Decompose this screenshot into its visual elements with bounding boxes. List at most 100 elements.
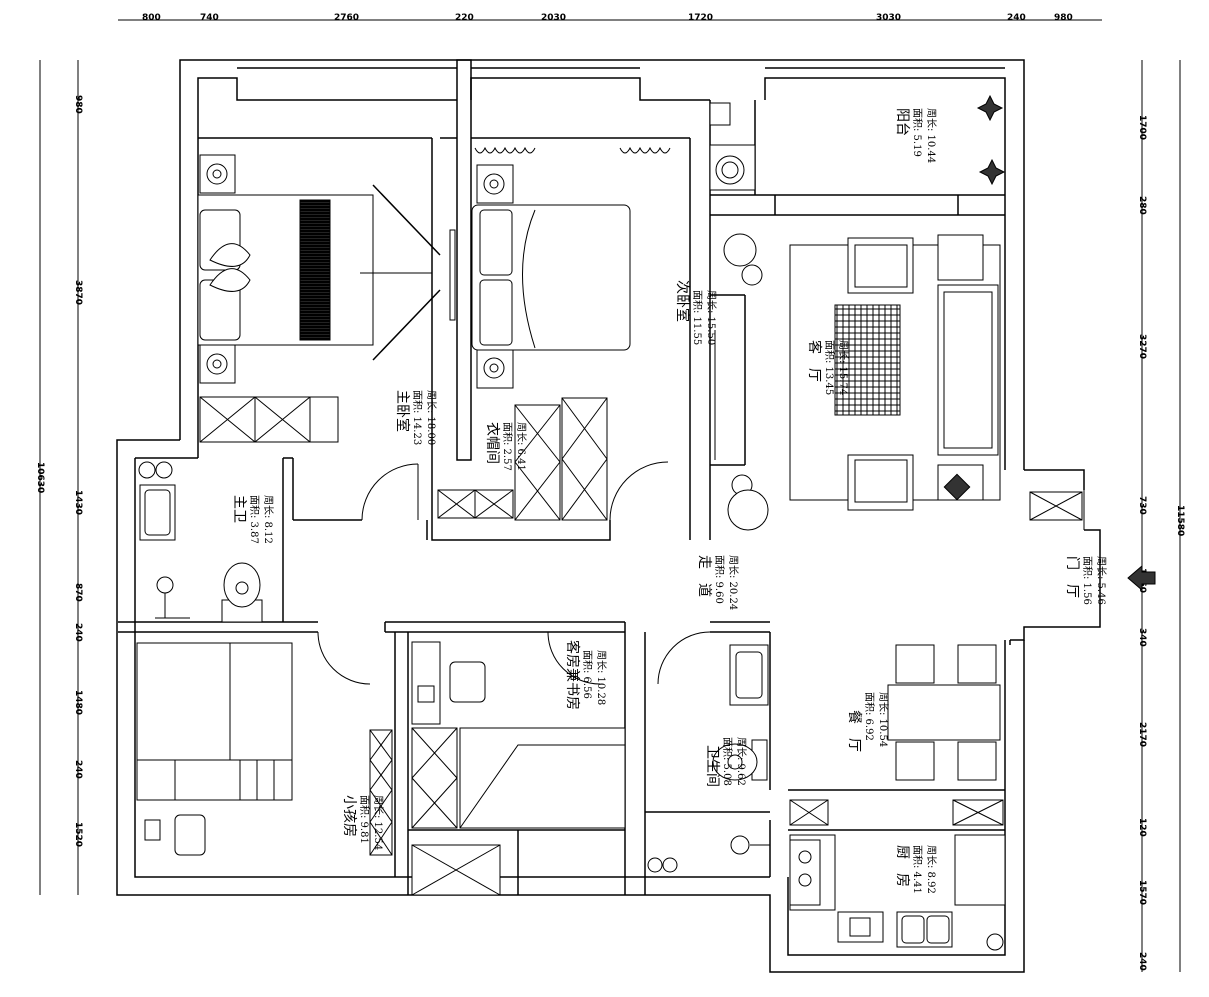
master-bedroom-label: 主卧室 面积: 14.23 周长: 18.00: [394, 390, 437, 445]
svg-text:面积: 1.56: 面积: 1.56: [1081, 556, 1093, 605]
svg-text:主卧室: 主卧室: [394, 390, 411, 432]
svg-text:门 厅: 门 厅: [1064, 556, 1080, 598]
dim-left-2: 1430: [73, 490, 83, 515]
left-dimensions: 980 3870 1430 870 240 1480 240 1520 1063…: [35, 95, 83, 847]
dimension-lines: [39, 19, 1181, 972]
svg-text:周长: 6.41: 周长: 6.41: [515, 422, 527, 471]
dim-right-8: 1570: [1137, 880, 1147, 905]
living-room-label: 客 厅 面积: 13.45 周长: 15.74: [806, 340, 849, 395]
bathroom-label: 卫生间 面积: 5.08 周长: 9.62: [704, 737, 747, 787]
foyer-items: [1029, 491, 1156, 592]
master-bath-label: 主卫 面积: 3.87 周长: 8.12: [231, 495, 274, 544]
kitchen-fixtures: [789, 834, 1006, 951]
dim-top-1: 740: [200, 13, 219, 23]
dim-top-5: 1720: [688, 13, 713, 23]
dim-right-total: 11580: [1175, 505, 1185, 536]
svg-text:面积: 5.19: 面积: 5.19: [911, 108, 923, 157]
dim-top-2: 2760: [334, 13, 359, 23]
svg-text:衣帽间: 衣帽间: [484, 422, 500, 464]
svg-text:面积: 11.55: 面积: 11.55: [691, 290, 703, 345]
svg-text:周长: 10.28: 周长: 10.28: [595, 650, 607, 705]
stove-icon: [789, 839, 821, 906]
svg-text:周长: 12.54: 周长: 12.54: [372, 795, 384, 850]
kids-room-label: 小孩房 面积: 9.81 周长: 12.54: [341, 795, 384, 850]
svg-text:面积: 13.45: 面积: 13.45: [823, 340, 835, 395]
svg-text:厨 房: 厨 房: [894, 845, 910, 887]
second-bed: [437, 146, 671, 521]
master-bed: [197, 154, 456, 443]
svg-text:周长: 9.62: 周长: 9.62: [735, 737, 747, 786]
corridor-label: 走 道 面积: 9.60 周长: 20.24: [696, 555, 739, 610]
svg-text:周长: 5.46: 周长: 5.46: [1095, 556, 1107, 605]
dim-right-2: 3270: [1137, 334, 1147, 359]
top-dimensions: 800 740 2760 220 2030 1720 3030 240 980: [142, 13, 1073, 23]
right-dimensions: 1700 280 3270 730 1160 340 2170 120 1570…: [1137, 115, 1185, 971]
svg-text:走 道: 走 道: [696, 555, 712, 597]
svg-text:周长: 10.44: 周长: 10.44: [925, 108, 937, 163]
svg-text:面积: 6.92: 面积: 6.92: [863, 692, 875, 741]
dim-left-5: 1480: [73, 690, 83, 715]
svg-text:周长: 10.54: 周长: 10.54: [877, 692, 889, 747]
svg-text:面积: 4.41: 面积: 4.41: [911, 845, 923, 894]
closet-label: 衣帽间 面积: 2.57 周长: 6.41: [484, 422, 527, 471]
balcony-items: [709, 94, 1006, 191]
svg-text:周长: 15.74: 周长: 15.74: [837, 340, 849, 395]
second-bedroom-label: 次卧室 面积: 11.55 周长: 15.50: [674, 280, 717, 345]
svg-text:周长: 20.24: 周长: 20.24: [727, 555, 739, 610]
svg-text:面积: 3.87: 面积: 3.87: [248, 495, 260, 544]
svg-text:次卧室: 次卧室: [674, 280, 691, 322]
svg-text:面积: 14.23: 面积: 14.23: [411, 390, 423, 445]
dim-right-5: 340: [1137, 628, 1147, 647]
svg-text:面积: 2.57: 面积: 2.57: [501, 422, 513, 471]
dining-label: 餐 厅 面积: 6.92 周长: 10.54: [846, 692, 889, 752]
dim-left-total: 10630: [35, 462, 45, 493]
svg-text:面积: 5.08: 面积: 5.08: [721, 737, 733, 786]
living-room-furniture: [714, 233, 1001, 531]
svg-text:周长: 8.12: 周长: 8.12: [262, 495, 274, 544]
kids-room-furniture: [136, 642, 393, 856]
dim-right-7: 120: [1137, 818, 1147, 837]
dim-left-7: 1520: [73, 822, 83, 847]
plant-icon: [723, 233, 769, 531]
toilet-icon: [712, 739, 768, 781]
dim-top-7: 240: [1007, 13, 1026, 23]
dim-top-4: 2030: [541, 13, 566, 23]
svg-text:周长: 8.92: 周长: 8.92: [925, 845, 937, 894]
room-labels: 主卧室 面积: 14.23 周长: 18.00 次卧室 面积: 11.55 周长…: [231, 108, 1107, 894]
guest-study-label: 客房兼书房 面积: 6.56 周长: 10.28: [564, 640, 607, 710]
dim-top-0: 800: [142, 13, 161, 23]
dim-top-6: 3030: [876, 13, 901, 23]
dining-furniture: [789, 644, 1004, 826]
balcony-label: 阳台 面积: 5.19 周长: 10.44: [894, 108, 937, 163]
svg-text:周长: 15.50: 周长: 15.50: [705, 290, 717, 345]
dim-top-3: 220: [455, 13, 474, 23]
svg-text:小孩房: 小孩房: [341, 795, 357, 837]
svg-text:周长: 18.00: 周长: 18.00: [425, 390, 437, 445]
plant-icon: [976, 94, 1004, 122]
dim-right-6: 2170: [1137, 722, 1147, 747]
svg-text:面积: 9.60: 面积: 9.60: [713, 555, 725, 604]
entrance-arrow-icon: [1127, 564, 1156, 592]
dim-left-1: 3870: [73, 280, 83, 305]
dim-left-3: 870: [73, 583, 83, 602]
dim-right-0: 1700: [1137, 115, 1147, 140]
door-swings: [317, 461, 1085, 685]
svg-text:卫生间: 卫生间: [704, 745, 720, 787]
bed-icon: [459, 727, 626, 829]
svg-text:面积: 6.56: 面积: 6.56: [581, 650, 593, 699]
master-bath-fixtures: [138, 461, 263, 623]
dim-right-1: 280: [1137, 196, 1147, 215]
dim-left-6: 240: [73, 760, 83, 779]
dim-top-8: 980: [1054, 13, 1073, 23]
foyer-label: 门 厅 面积: 1.56 周长: 5.46: [1064, 556, 1107, 605]
svg-text:面积: 9.81: 面积: 9.81: [358, 795, 370, 844]
svg-text:餐 厅: 餐 厅: [846, 710, 862, 752]
svg-text:客 厅: 客 厅: [806, 340, 823, 382]
svg-text:客房兼书房: 客房兼书房: [564, 640, 581, 710]
toilet-icon: [221, 562, 263, 623]
plant-icon: [978, 158, 1006, 186]
bathroom-fixtures: [647, 644, 770, 873]
dim-left-4: 240: [73, 623, 83, 642]
kitchen-label: 厨 房 面积: 4.41 周长: 8.92: [894, 845, 937, 894]
dim-right-3: 730: [1137, 496, 1147, 515]
